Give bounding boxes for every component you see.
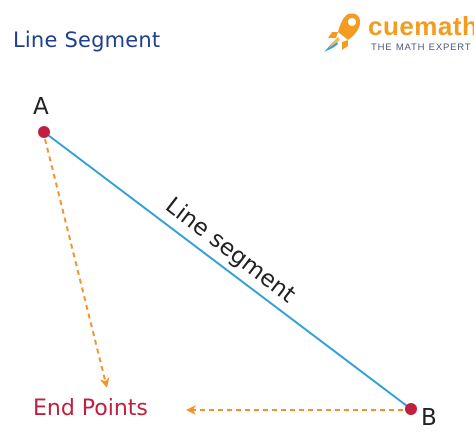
arrow-a-to-endpoints <box>44 138 110 388</box>
line-segment <box>43 131 412 410</box>
endpoints-label: End Points <box>33 396 148 421</box>
logo-wordmark: cuemath <box>368 11 474 41</box>
rocket-icon <box>324 13 361 52</box>
point-b <box>405 403 417 415</box>
cuemath-logo: cuemath THE MATH EXPERT <box>318 10 474 58</box>
page-title: Line Segment <box>13 28 161 52</box>
point-a <box>38 126 50 138</box>
point-a-label: A <box>33 94 49 120</box>
logo-tagline: THE MATH EXPERT <box>371 42 472 53</box>
point-b-label: B <box>421 405 437 431</box>
